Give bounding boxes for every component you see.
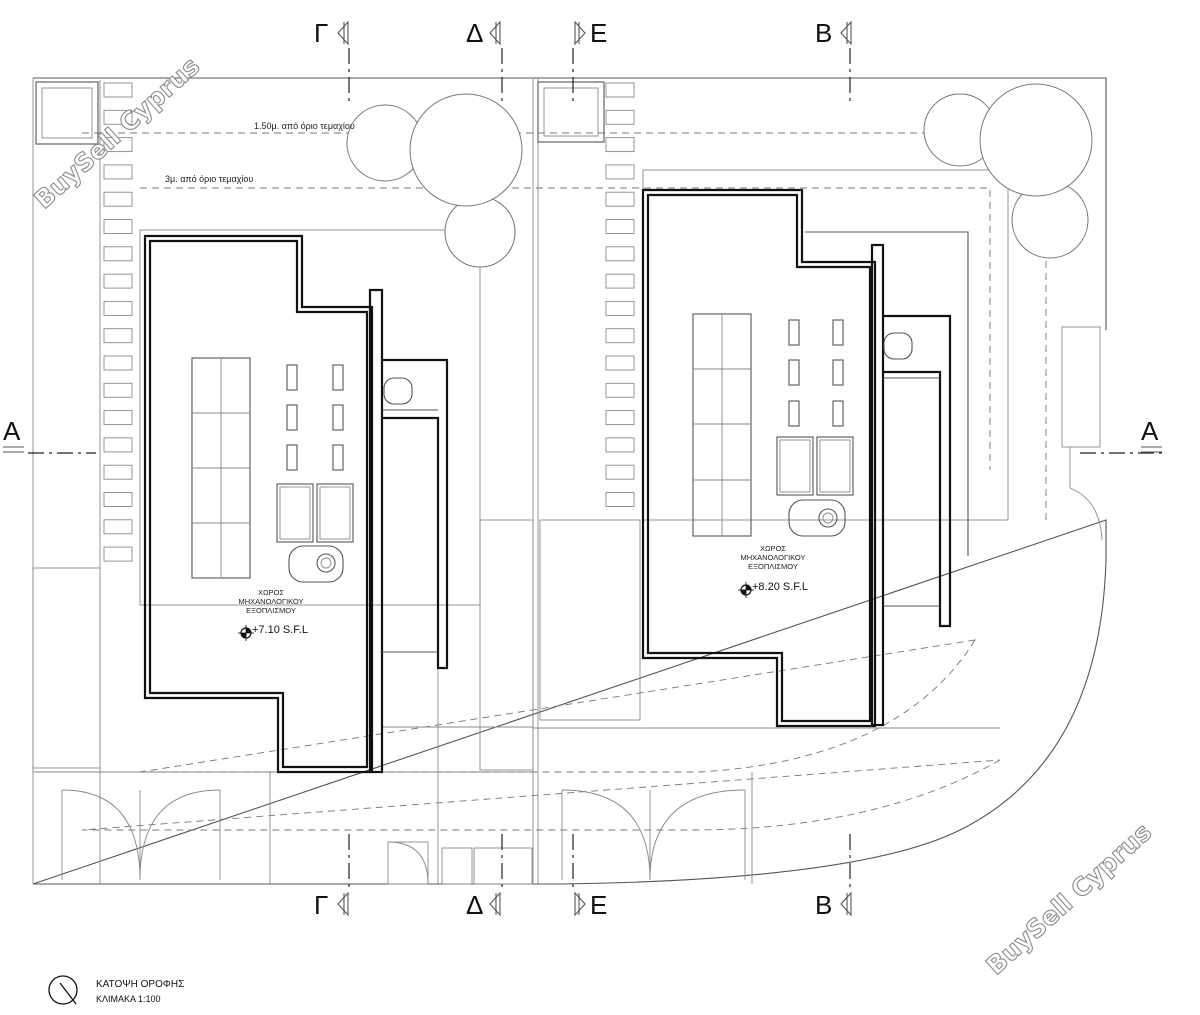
level-marker-right [738,582,754,598]
room-label-right-line2: ΜΗΧΑΝΟΛΟΓΙΚΟΥ [740,553,805,562]
parking-bay [103,546,133,562]
parking-bay [605,492,635,507]
room-label-left-line3: ΕΞΟΠΛΙΣΜΟΥ [246,606,296,615]
parking-bay [605,109,635,125]
equipment-left [191,357,413,583]
parking-bay [605,137,635,153]
left-unit-walls [143,234,449,774]
room-label-left-line2: ΜΗΧΑΝΟΛΟΓΙΚΟΥ [238,597,303,606]
right-unit-walls [641,188,969,728]
parking-bay [103,219,133,234]
section-letter-alpha-right: Α [1141,416,1159,446]
site-boundary [32,77,1107,885]
parking-bay [605,273,635,289]
parking-bay [103,273,133,289]
parking-bay [605,164,635,180]
parking-bay [605,410,635,426]
parking-bay [103,382,133,398]
parking-bay [605,355,635,371]
parking-bay [605,328,635,344]
room-label-right-line3: ΕΞΟΠΛΙΣΜΟΥ [748,562,798,571]
section-axes [28,48,1166,890]
parking-bay [103,519,133,535]
section-letter-alpha-left: Α [3,416,21,446]
section-arrows [3,20,1162,917]
parking-bay [605,437,635,453]
parking-bay [605,219,635,234]
equipment-right [692,313,913,537]
parking-bay [103,410,133,426]
level-label-left: +7.10 S.F.L [252,624,308,636]
drawing-title-symbol [48,975,78,1005]
parking-bay [103,82,133,98]
room-label-left-line1: ΧΩΡΟΣ [258,588,284,597]
parking-bay [103,109,133,125]
parking-bay [605,191,635,207]
setback-lines [81,132,1047,831]
building-outlines [139,169,1103,884]
section-letter-delta-bottom: Δ [466,890,483,920]
section-letter-gamma-bottom: Γ [314,890,328,920]
drawing-title: ΚΑΤΟΨΗ ΟΡΟΦΗΣ [96,979,184,990]
section-letter-gamma-top: Γ [314,18,328,48]
parking-bay [103,437,133,453]
parking-bay [103,137,133,153]
section-letter-epsilon-bottom: Ε [590,890,607,920]
parking-bay [605,246,635,262]
parking-bay [103,300,133,316]
section-letter-delta-top: Δ [466,18,483,48]
parking-bay [605,300,635,316]
parking-bay [103,355,133,371]
setback-label-outer: 1.50μ. από όριο τεμαχίου [254,121,355,131]
parking-bay [103,464,133,480]
parking-bay [103,246,133,262]
parking-strip-right [605,82,635,507]
trees [346,83,1093,268]
bottom-doors [61,789,746,885]
setback-label-inner: 3μ. από όριο τεμαχίου [165,174,253,184]
section-letter-beta-bottom: Β [815,890,832,920]
parking-bay [605,82,635,98]
level-marker-left [238,625,254,641]
level-label-right: +8.20 S.F.L [752,581,808,593]
corner-boxes [32,81,605,769]
parking-bay [103,328,133,344]
parking-bay [103,492,133,507]
parking-bay [103,164,133,180]
parking-bay [605,464,635,480]
section-letter-epsilon-top: Ε [590,18,607,48]
parking-strip-left [103,82,133,562]
watermark-bottom-right: BuySell Cyprus [981,817,1158,980]
room-label-right-line1: ΧΩΡΟΣ [760,544,786,553]
drawing-scale: ΚΛΙΜΑΚΑ 1:100 [96,994,161,1004]
parking-bay [103,191,133,207]
section-letter-beta-top: Β [815,18,832,48]
parking-bay [605,382,635,398]
